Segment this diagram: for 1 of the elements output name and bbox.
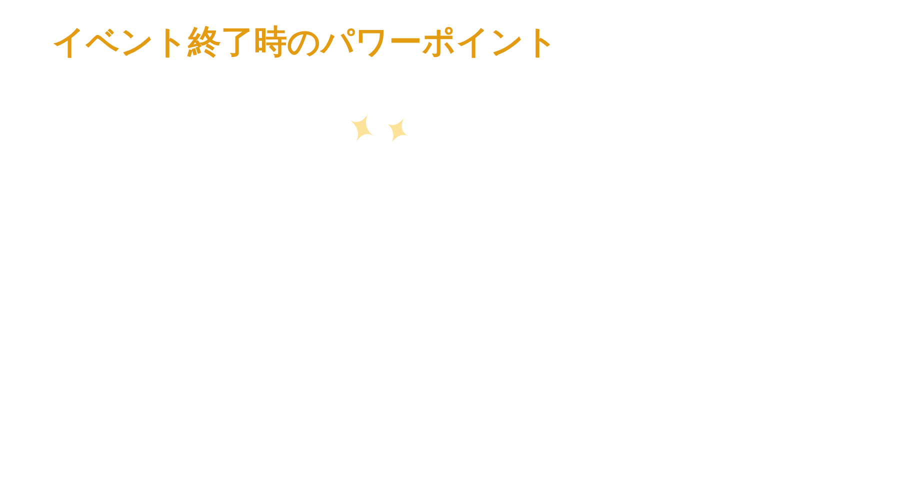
title: イベント終了時のパワーポイント [52, 21, 558, 63]
